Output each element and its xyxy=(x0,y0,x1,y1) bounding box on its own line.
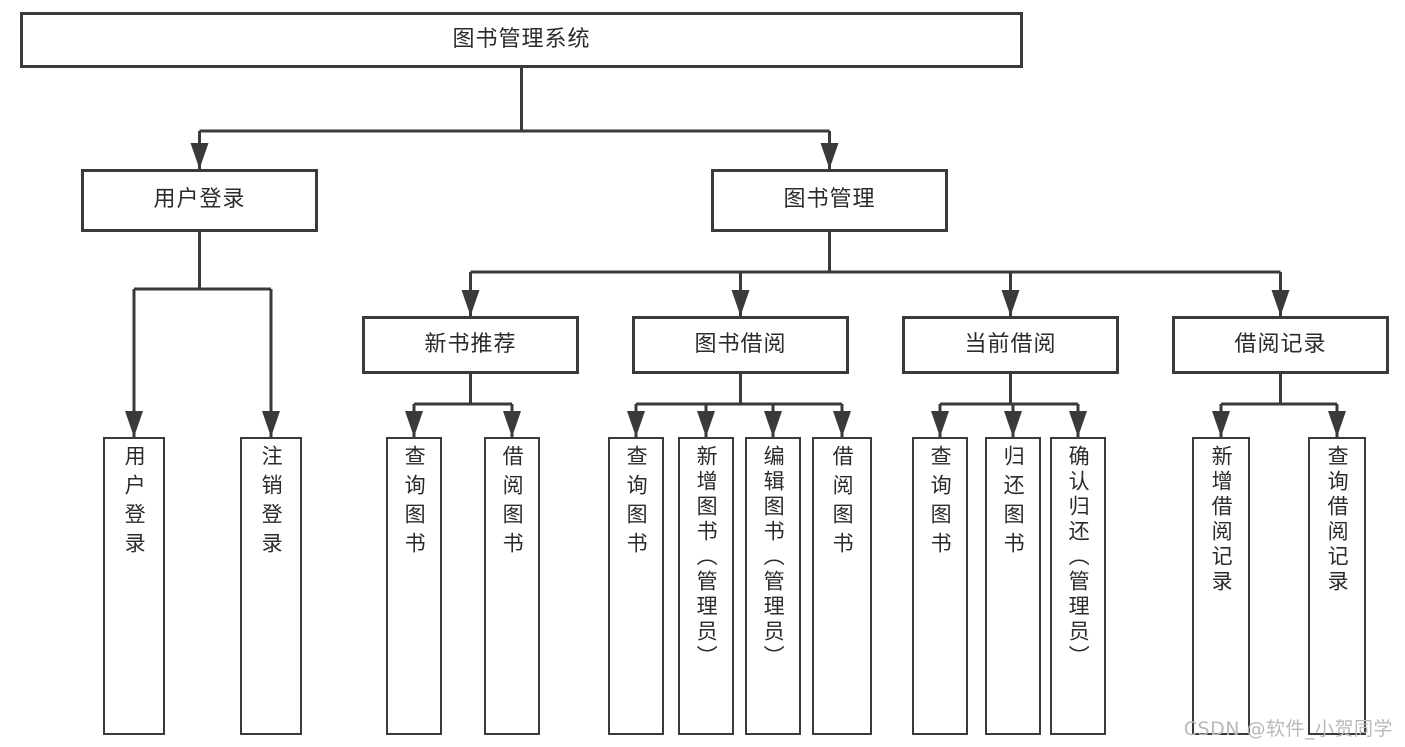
node-label: 新增图书（管理员） xyxy=(694,445,719,670)
node-new-book-recommend[interactable]: 新书推荐 xyxy=(362,316,579,374)
node-label: 用户登录 xyxy=(153,187,246,213)
node-borrow-records[interactable]: 借阅记录 xyxy=(1172,316,1389,374)
node-label: 查询图书 xyxy=(928,445,953,561)
connector-arrowhead xyxy=(697,411,715,437)
node-label: 借阅记录 xyxy=(1234,331,1327,357)
connector-arrowhead xyxy=(1004,411,1022,437)
node-leaf-query-book-3[interactable]: 查询图书 xyxy=(912,437,968,735)
watermark-text: CSDN @软件_小贺同学 xyxy=(1183,718,1393,740)
node-leaf-query-book-1[interactable]: 查询图书 xyxy=(386,437,442,735)
node-leaf-add-book-admin[interactable]: 新增图书（管理员） xyxy=(678,437,734,735)
node-label: 用户登录 xyxy=(122,445,147,561)
node-label: 编辑图书（管理员） xyxy=(761,445,786,670)
connector-arrowhead xyxy=(461,290,480,316)
node-label: 注销登录 xyxy=(259,445,284,561)
connector-arrowhead xyxy=(931,411,949,437)
node-label: 归还图书 xyxy=(1001,445,1026,561)
node-label: 确认归还（管理员） xyxy=(1066,445,1091,670)
node-leaf-borrow-book-1[interactable]: 借阅图书 xyxy=(484,437,540,735)
node-label: 查询图书 xyxy=(402,445,427,561)
node-label: 借阅图书 xyxy=(830,445,855,561)
node-label: 当前借阅 xyxy=(964,331,1057,357)
node-leaf-borrow-book-2[interactable]: 借阅图书 xyxy=(812,437,872,735)
node-label: 新书推荐 xyxy=(424,331,517,357)
node-book-manage[interactable]: 图书管理 xyxy=(711,169,948,232)
node-leaf-add-borrow-record[interactable]: 新增借阅记录 xyxy=(1192,437,1250,735)
node-label: 查询借阅记录 xyxy=(1325,445,1350,595)
connector-arrowhead xyxy=(1212,411,1230,437)
node-label: 新增借阅记录 xyxy=(1209,445,1234,595)
connector-arrowhead xyxy=(627,411,645,437)
node-label: 图书管理系统 xyxy=(452,26,591,52)
node-label: 查询图书 xyxy=(624,445,649,561)
connector-arrowhead xyxy=(262,411,280,437)
node-label: 借阅图书 xyxy=(500,445,525,561)
node-leaf-return-book[interactable]: 归还图书 xyxy=(985,437,1041,735)
connector-arrowhead xyxy=(833,411,851,437)
node-leaf-confirm-return-admin[interactable]: 确认归还（管理员） xyxy=(1050,437,1106,735)
connector-arrowhead xyxy=(405,411,423,437)
node-leaf-edit-book-admin[interactable]: 编辑图书（管理员） xyxy=(745,437,801,735)
connector-arrowhead xyxy=(190,143,209,169)
node-leaf-query-book-2[interactable]: 查询图书 xyxy=(608,437,664,735)
node-root[interactable]: 图书管理系统 xyxy=(20,12,1023,68)
node-label: 图书管理 xyxy=(783,187,876,213)
node-leaf-logout[interactable]: 注销登录 xyxy=(240,437,302,735)
connector-arrowhead xyxy=(503,411,521,437)
connector-arrowhead xyxy=(1328,411,1346,437)
connector-arrowhead xyxy=(731,290,750,316)
node-label: 图书借阅 xyxy=(694,331,787,357)
connector-arrowhead xyxy=(820,143,839,169)
node-current-borrow[interactable]: 当前借阅 xyxy=(902,316,1119,374)
connector-arrowhead xyxy=(125,411,143,437)
connector-arrowhead xyxy=(1069,411,1087,437)
connector-arrowhead xyxy=(1271,290,1290,316)
connector-arrowhead xyxy=(1001,290,1020,316)
node-leaf-query-borrow-record[interactable]: 查询借阅记录 xyxy=(1308,437,1366,735)
connector-arrowhead xyxy=(764,411,782,437)
node-leaf-user-login[interactable]: 用户登录 xyxy=(103,437,165,735)
node-book-borrow[interactable]: 图书借阅 xyxy=(632,316,849,374)
node-user-login[interactable]: 用户登录 xyxy=(81,169,318,232)
